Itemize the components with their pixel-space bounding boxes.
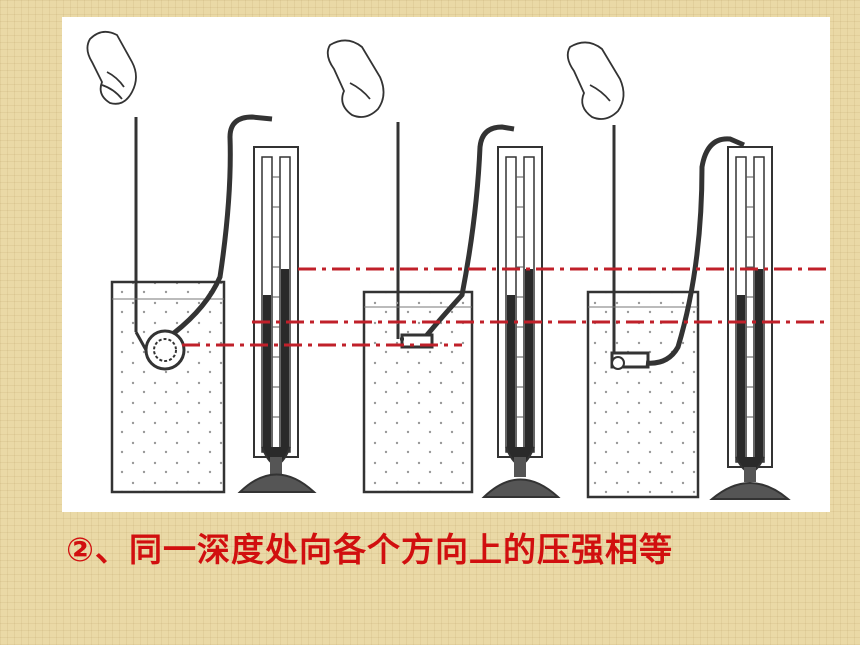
setup-1	[86, 30, 317, 494]
probe-head	[610, 351, 650, 370]
beaker	[110, 280, 226, 494]
slide-caption: ②、同一深度处向各个方向上的压强相等	[66, 530, 673, 569]
rubber-hose	[172, 114, 273, 335]
apparatus-diagram	[86, 30, 830, 500]
setup-3	[566, 41, 791, 500]
manometer	[237, 146, 317, 493]
hand-icon	[566, 41, 625, 120]
setup-2	[326, 39, 561, 498]
beaker	[586, 290, 700, 499]
hand-icon	[326, 39, 385, 118]
rubber-hose	[425, 124, 515, 337]
probe-head	[134, 329, 186, 371]
reference-lines	[182, 267, 830, 347]
probe-head	[400, 333, 434, 349]
hand-icon	[86, 30, 137, 105]
manometer	[481, 146, 561, 498]
beaker	[362, 290, 474, 494]
experiment-figure	[62, 17, 830, 512]
manometer	[709, 146, 791, 500]
rubber-hose	[645, 136, 745, 366]
